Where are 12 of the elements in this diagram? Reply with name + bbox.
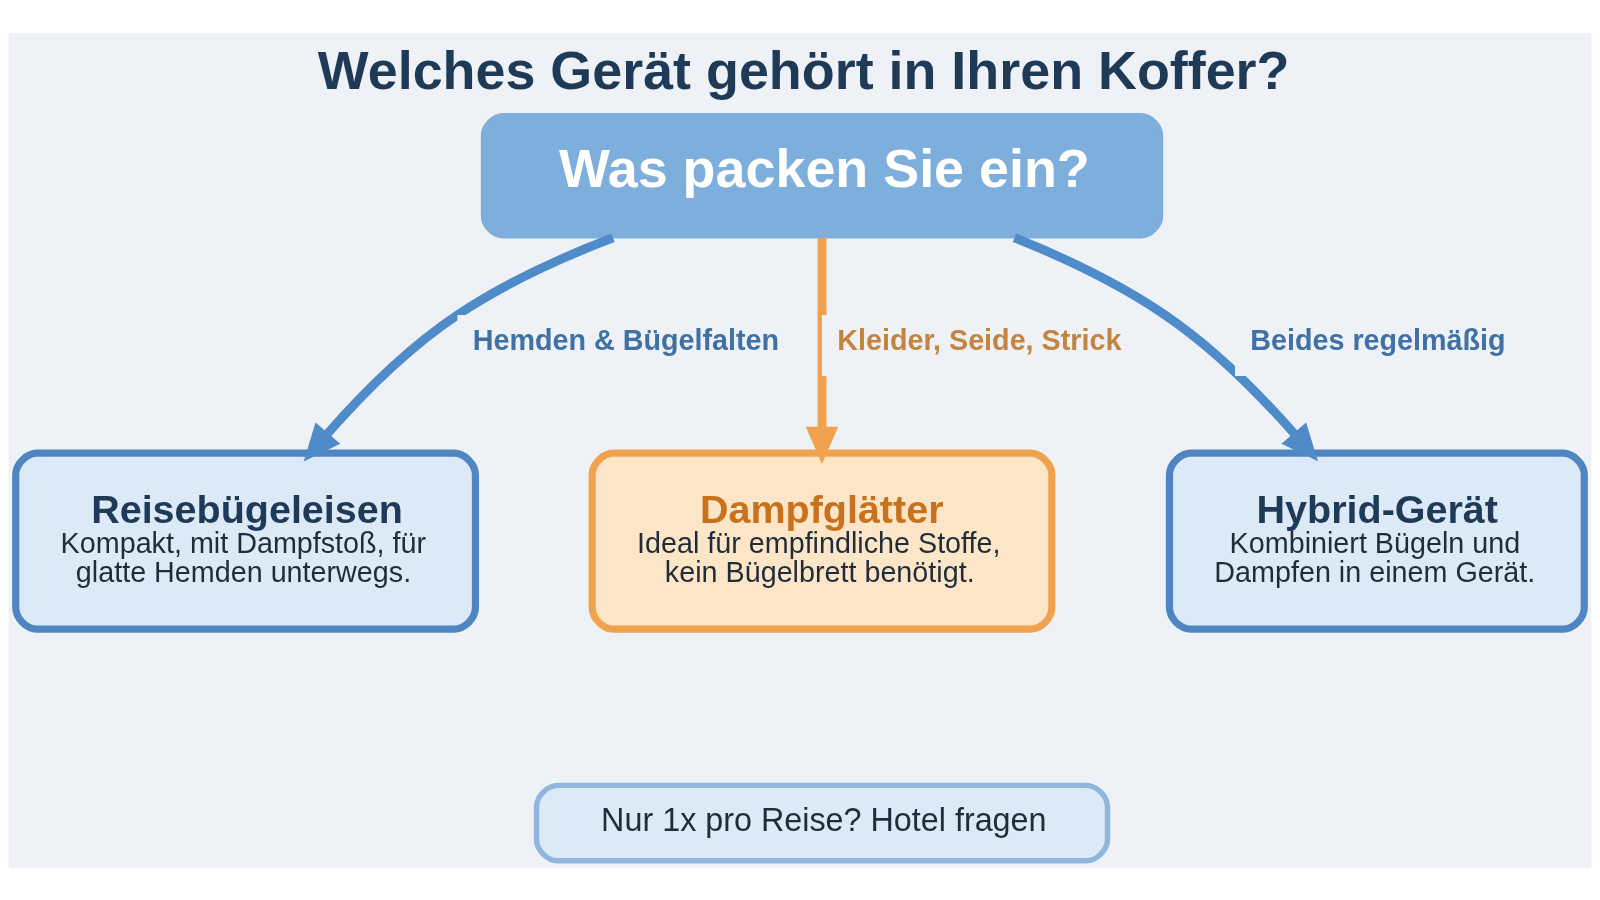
diagram-title: Welches Gerät gehört in Ihren Koffer? <box>317 39 1290 100</box>
node-box: Nur 1x pro Reise? Hotel fragen <box>533 782 1111 863</box>
edge-label: Beides regelmäßig <box>1250 323 1506 356</box>
arrow <box>303 233 615 461</box>
node-box: Hybrid-Gerät Kombiniert Bügeln und Dampfen in einem Gerät. <box>1165 449 1588 633</box>
arrow <box>805 237 839 464</box>
arrow <box>1012 233 1318 461</box>
node-box: Reisebügeleisen Kompakt, mit Dampfstoß, für glatte Hemden unterwegs. <box>12 449 479 633</box>
edge-label: Hemden & Bügelfalten <box>472 323 780 356</box>
node-box: Dampfglätter Ideal für empfindliche Stoffe, kein Bügelbrett benötigt. <box>588 449 1056 633</box>
node-box: Was packen Sie ein? <box>480 112 1164 239</box>
edge-label: Kleider, Seide, Strick <box>837 323 1122 356</box>
